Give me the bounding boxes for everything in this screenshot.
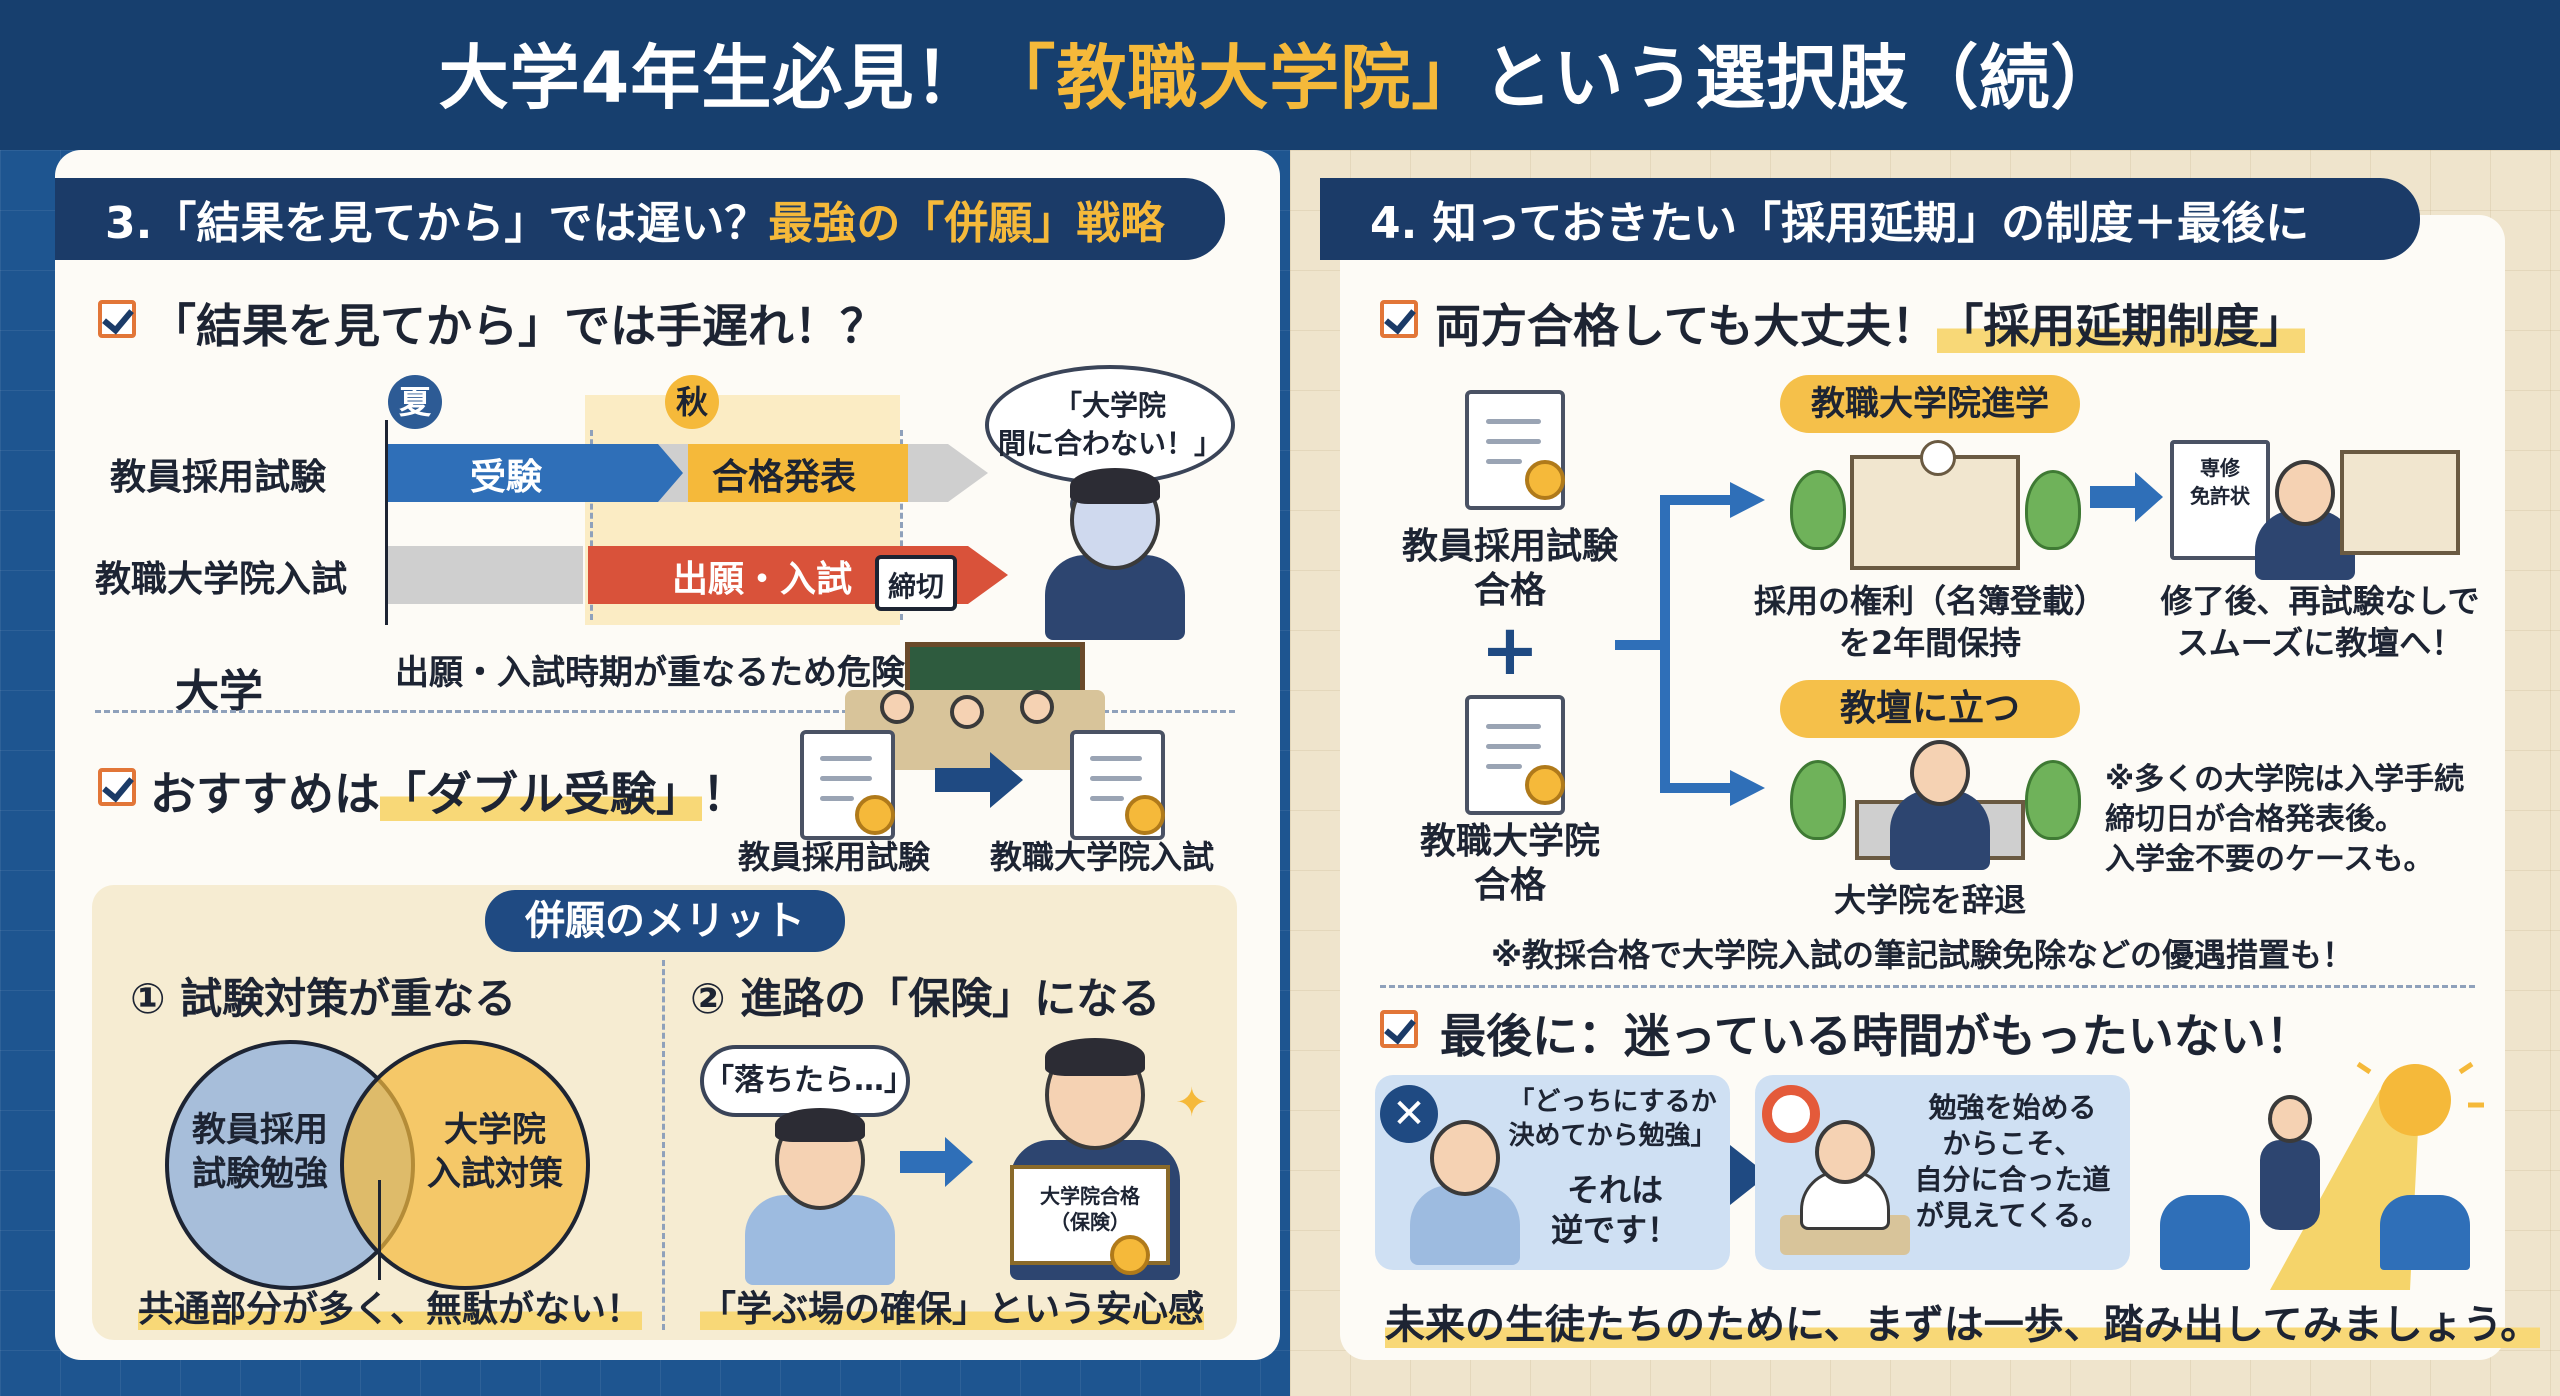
merit2-title: ② 進路の「保険」になる <box>690 974 1161 1023</box>
tree-icon <box>2025 470 2081 550</box>
arrow-right-icon <box>935 752 1023 808</box>
school-building-icon <box>2340 450 2460 555</box>
divider <box>900 430 905 620</box>
divider <box>1380 985 2475 988</box>
graduate-face-icon <box>1910 740 1970 806</box>
studying-face-icon <box>1815 1120 1875 1184</box>
merit-title: 併願のメリット <box>485 890 845 952</box>
thinking-face-icon <box>1430 1120 1500 1196</box>
divider <box>590 430 595 620</box>
medal-icon <box>1110 1235 1150 1275</box>
pass1: 教員採用試験 合格 <box>1401 526 1618 611</box>
teacher-face-icon <box>2275 460 2335 526</box>
merit1-circle-right: 大学院 入試対策 <box>427 1110 563 1194</box>
route2-pill: 教壇に立つ <box>1780 680 2080 738</box>
merit2-bubble: 「落ちたら…」 <box>700 1045 914 1117</box>
student-icon <box>1020 690 1054 724</box>
section3-sub1: 「結果を見てから」では手遅れ！？ <box>150 299 886 353</box>
clock-icon <box>1920 440 1956 476</box>
page-title: 大学4年生必見！「教職大学院」という選択肢（続） <box>438 37 2122 119</box>
tree-icon <box>1790 760 1846 840</box>
divider <box>662 960 665 1330</box>
wrong-quote: 「どっちにするか 決めてから勉強」 <box>1508 1087 1717 1151</box>
arrow-right-icon <box>1730 1145 1768 1205</box>
merit2-cert: 大学院合格 （保険） <box>1010 1165 1170 1265</box>
arrow-right-icon <box>2090 472 2163 522</box>
thinking-student-icon <box>1410 1185 1520 1265</box>
fork-arrows <box>1615 482 1765 806</box>
deadline-tag: 締切 <box>875 555 957 611</box>
document-icon <box>1465 695 1565 815</box>
student-icon <box>950 695 984 729</box>
section4-sub2: 最後に：迷っている時間がもったいない！ <box>1440 1009 2312 1063</box>
route1-after: 修了後、再試験なしで スムーズに教壇へ！ <box>2160 582 2480 662</box>
section3-sub2: おすすめは「ダブル受験」！ <box>150 767 748 821</box>
cross-icon: ✕ <box>1380 1085 1438 1143</box>
document-icon <box>1070 730 1165 840</box>
right-text: 勉強を始める からこそ、 自分に合った道 が見えてくる。 <box>1914 1091 2111 1232</box>
row2-label: 教職大学院入試 <box>95 559 348 600</box>
row1-label: 教員採用試験 <box>110 457 327 498</box>
tree-icon <box>1790 470 1846 550</box>
plus-icon: + <box>1480 609 1540 691</box>
row1-bar2: 合格発表 <box>712 457 857 498</box>
section4-sub1: 両方合格しても大丈夫！「採用延期制度」 <box>1435 299 2306 353</box>
season-summer: 夏 <box>388 375 442 429</box>
daigaku-label: 大学 <box>175 666 263 717</box>
student-icon <box>880 690 914 724</box>
sparkle-icon: ✦ <box>1175 1080 1209 1126</box>
merit2-caption: 「学ぶ場の確保」という安心感 <box>700 1289 1205 1330</box>
row2-bar: 出願・入試 <box>672 559 853 600</box>
timeline-axis <box>385 420 388 625</box>
title-bar <box>0 0 2560 150</box>
divider <box>95 710 1235 713</box>
hair-icon <box>1045 1038 1145 1076</box>
wrong-verdict: それは 逆です！ <box>1550 1171 1679 1249</box>
walking-person-icon <box>2260 1140 2320 1230</box>
venn-circle-right <box>340 1040 590 1290</box>
bottom-note: ※教採合格で大学院入試の筆記試験免除などの優遇措置も！ <box>1490 936 2355 974</box>
license-label: 専修 免許状 <box>2170 440 2270 560</box>
cheering-crowd-icon <box>2380 1195 2470 1270</box>
route1-pill: 教職大学院進学 <box>1780 375 2080 433</box>
medal-icon <box>1525 460 1565 500</box>
merit1-title: ① 試験対策が重なる <box>130 974 517 1023</box>
walking-face-icon <box>2268 1095 2312 1143</box>
arrow-right-icon <box>900 1137 973 1187</box>
circle-ok-icon <box>1762 1085 1820 1143</box>
worry-bubble: 「大学院 間に合わない！」 <box>985 365 1235 485</box>
section4-heading: 4. 知っておきたい「採用延期」の制度＋最後に <box>1320 178 2420 260</box>
danger-note: 出願・入試時期が重なるため危険！ <box>395 653 939 693</box>
tree-icon <box>2025 760 2081 840</box>
hair-icon <box>1070 468 1160 504</box>
medal-icon <box>1125 795 1165 835</box>
row1-bar1: 受験 <box>470 457 543 498</box>
checkbox-icon <box>98 768 136 806</box>
route1-caption: 採用の権利（名簿登載） を2年間保持 <box>1753 582 2106 662</box>
merit1-caption: 共通部分が多く、無駄がない！ <box>138 1289 643 1330</box>
checkbox-icon <box>1380 300 1418 338</box>
merit1-circle-left: 教員採用 試験勉強 <box>192 1110 328 1194</box>
checkbox-icon <box>98 300 136 338</box>
double-exam2: 教職大学院入試 <box>990 838 1215 876</box>
section3-heading: 3.「結果を見てから」では遅い？最強の「併願」戦略 <box>55 178 1225 260</box>
row1-arrows <box>388 444 988 502</box>
pass2: 教職大学院 合格 <box>1419 821 1600 906</box>
route2-note: ※多くの大学院は入学手続 締切日が合格発表後。 入学金不要のケースも。 <box>2105 762 2465 877</box>
double-exam1: 教員採用試験 <box>738 838 931 876</box>
cheering-crowd-icon <box>2160 1195 2250 1270</box>
pointer-line <box>378 1180 381 1280</box>
closing-message: 未来の生徒たちのために、まずは一歩、踏み出してみましょう。 <box>1385 1302 2541 1348</box>
medal-icon <box>855 795 895 835</box>
medal-icon <box>1525 765 1565 805</box>
student-hoodie-icon <box>745 1195 895 1285</box>
hair-icon <box>775 1108 865 1142</box>
checkbox-icon <box>1380 1010 1418 1048</box>
season-autumn: 秋 <box>665 375 719 429</box>
route2-caption: 大学院を辞退 <box>1833 881 2026 919</box>
